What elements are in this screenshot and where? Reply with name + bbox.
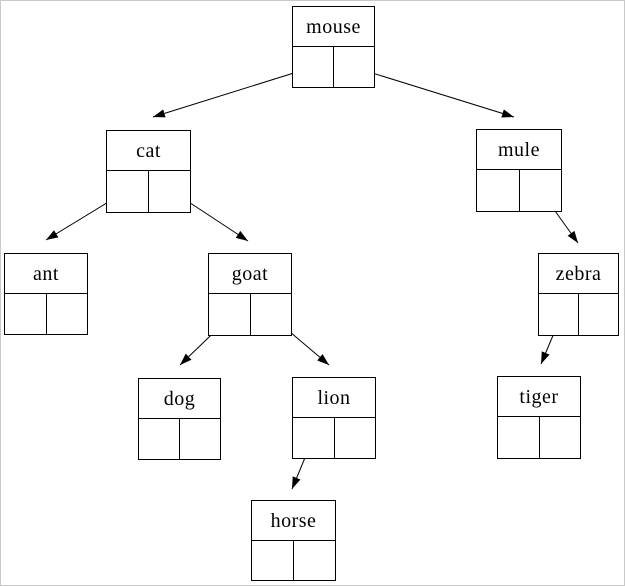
left-pointer-cell (209, 294, 251, 335)
right-pointer-cell (180, 419, 220, 459)
right-pointer-cell (334, 47, 374, 87)
pointer-row (107, 171, 190, 212)
right-pointer-cell (149, 171, 190, 212)
right-pointer-cell (251, 294, 292, 335)
right-pointer-cell (47, 294, 88, 334)
node-label: mule (477, 130, 561, 170)
pointer-row (252, 541, 335, 580)
edge-mouse-left-cat (152, 66, 314, 118)
node-label: cat (107, 131, 190, 171)
pointer-row (293, 418, 375, 458)
tree-node-mouse: mouse (292, 6, 375, 88)
node-label: dog (139, 379, 220, 419)
tree-node-zebra: zebra (538, 253, 619, 336)
edge-mouse-right-mule (352, 66, 515, 118)
left-pointer-cell (477, 170, 520, 211)
left-pointer-cell (139, 419, 180, 459)
node-label: mouse (293, 7, 374, 47)
pointer-row (293, 47, 374, 87)
tree-node-tiger: tiger (497, 376, 581, 459)
tree-node-horse: horse (251, 500, 336, 581)
left-pointer-cell (539, 294, 579, 335)
left-pointer-cell (293, 47, 334, 87)
pointer-row (498, 417, 580, 458)
node-label: horse (252, 501, 335, 541)
pointer-row (477, 170, 561, 211)
node-label: goat (209, 254, 291, 294)
pointer-row (5, 294, 87, 334)
left-pointer-cell (5, 294, 47, 334)
tree-node-goat: goat (208, 253, 292, 336)
pointer-row (139, 419, 220, 459)
tree-node-mule: mule (476, 129, 562, 212)
node-label: ant (5, 254, 87, 294)
node-label: zebra (539, 254, 618, 294)
right-pointer-cell (294, 541, 335, 580)
right-pointer-cell (540, 417, 581, 458)
left-pointer-cell (252, 541, 294, 580)
pointer-row (209, 294, 291, 335)
node-label: tiger (498, 377, 580, 417)
pointer-row (539, 294, 618, 335)
tree-node-cat: cat (106, 130, 191, 213)
tree-node-lion: lion (292, 377, 376, 459)
left-pointer-cell (293, 418, 335, 458)
tree-node-ant: ant (4, 253, 88, 335)
tree-node-dog: dog (138, 378, 221, 460)
left-pointer-cell (107, 171, 149, 212)
right-pointer-cell (520, 170, 562, 211)
right-pointer-cell (335, 418, 376, 458)
right-pointer-cell (579, 294, 618, 335)
left-pointer-cell (498, 417, 540, 458)
node-label: lion (293, 378, 375, 418)
